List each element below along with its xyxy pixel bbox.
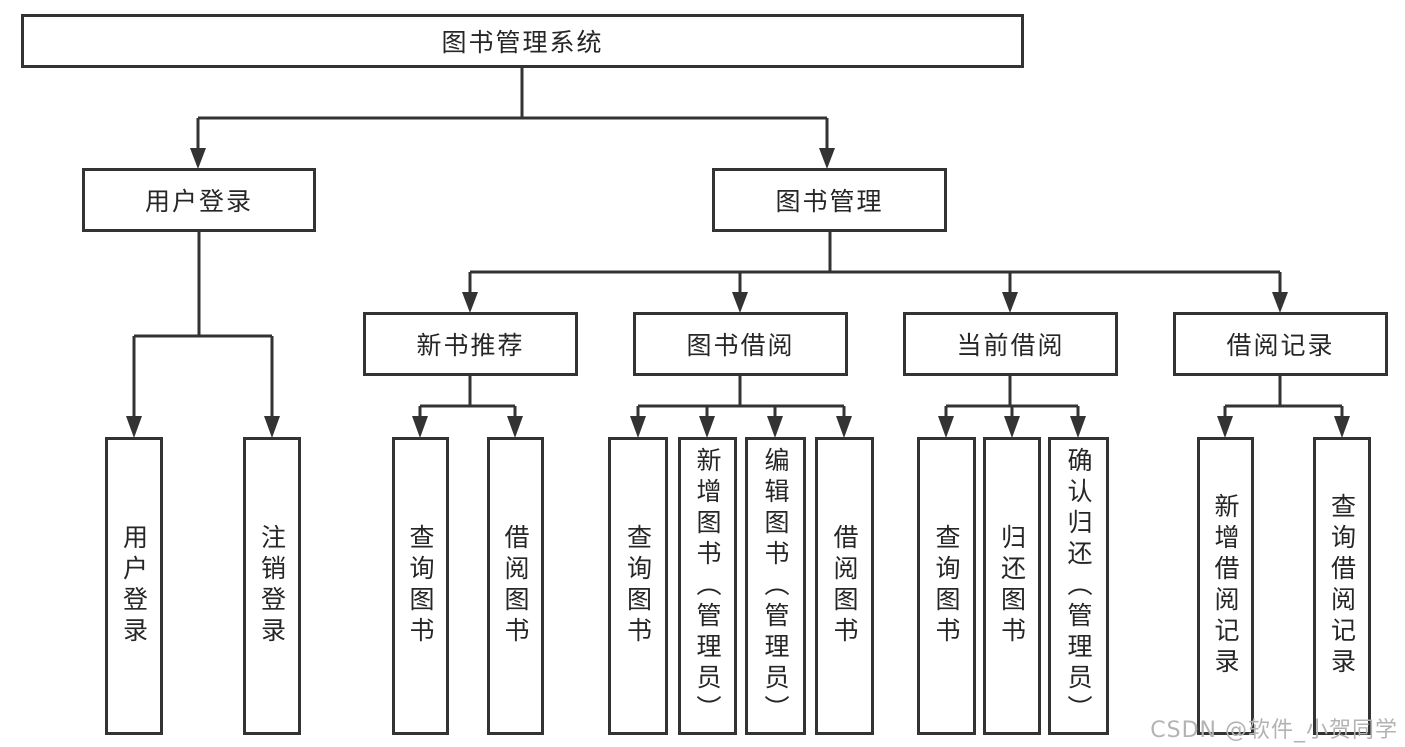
arrow-down-icon <box>264 416 280 438</box>
arrow-down-icon <box>1004 416 1020 438</box>
node-label: 归还图书 <box>997 524 1027 648</box>
leaf-newbook-query-books: 查询图书 <box>392 437 449 735</box>
node-label: 借阅记录 <box>1226 331 1335 360</box>
node-label: 查询图书 <box>932 524 961 648</box>
arrow-down-icon <box>836 416 852 438</box>
node-new-book-recommend: 新书推荐 <box>363 312 578 376</box>
leaf-current-query-books: 查询图书 <box>917 437 976 735</box>
node-label: 图书借阅 <box>686 331 795 360</box>
connector-root-to-level2 <box>190 68 835 169</box>
leaf-current-confirm-return-admin: 确认归还（管理员） <box>1048 437 1109 735</box>
connector-book-borrow-branch <box>630 376 852 438</box>
node-borrow-record: 借阅记录 <box>1173 312 1388 376</box>
arrow-down-icon <box>126 416 142 438</box>
leaf-borrow-add-books-admin: 新增图书（管理员） <box>678 437 737 735</box>
node-label: 查询图书 <box>406 524 435 648</box>
arrow-down-icon <box>630 416 646 438</box>
leaf-current-return-books: 归还图书 <box>983 437 1041 735</box>
node-label: 用户登录 <box>119 524 149 648</box>
node-label: 借阅图书 <box>501 524 530 648</box>
leaf-logout-login: 注销登录 <box>243 437 301 735</box>
arrow-down-icon <box>819 148 835 169</box>
leaf-record-query-borrow-record: 查询借阅记录 <box>1313 437 1371 735</box>
node-root-library-system: 图书管理系统 <box>21 14 1024 68</box>
node-book-borrow: 图书借阅 <box>633 312 848 376</box>
node-label: 新书推荐 <box>416 331 525 360</box>
arrow-down-icon <box>1272 292 1288 313</box>
arrow-down-icon <box>1217 416 1233 438</box>
node-label: 查询图书 <box>623 524 653 648</box>
node-label: 借阅图书 <box>830 524 859 648</box>
leaf-user-login: 用户登录 <box>105 437 163 735</box>
leaf-borrow-borrow-books: 借阅图书 <box>815 437 874 735</box>
leaf-borrow-query-books: 查询图书 <box>608 437 668 735</box>
leaf-newbook-borrow-books: 借阅图书 <box>487 437 544 735</box>
csdn-watermark: CSDN @软件_小贺同学 <box>1150 718 1398 743</box>
node-label: 新增图书（管理员） <box>693 446 722 726</box>
node-user-login: 用户登录 <box>82 168 316 232</box>
node-label: 当前借阅 <box>956 331 1065 360</box>
arrow-down-icon <box>767 416 783 438</box>
arrow-down-icon <box>462 292 478 313</box>
node-current-borrow: 当前借阅 <box>903 312 1118 376</box>
arrow-down-icon <box>1002 292 1018 313</box>
leaf-borrow-edit-books-admin: 编辑图书（管理员） <box>745 437 806 735</box>
node-label: 确认归还（管理员） <box>1064 446 1093 726</box>
node-book-management: 图书管理 <box>712 168 947 232</box>
node-label: 用户登录 <box>144 187 253 216</box>
connector-new-book-branch <box>412 376 523 438</box>
connector-book-mgmt-to-level3 <box>462 232 1288 313</box>
node-label: 新增借阅记录 <box>1211 493 1240 679</box>
arrow-down-icon <box>699 416 715 438</box>
arrow-down-icon <box>938 416 954 438</box>
node-label: 图书管理系统 <box>441 28 604 57</box>
arrow-down-icon <box>190 148 206 169</box>
connector-user-login-branch <box>126 232 280 438</box>
node-label: 注销登录 <box>257 524 287 648</box>
connector-borrow-record-branch <box>1217 376 1350 438</box>
connector-current-borrow-branch <box>938 376 1086 438</box>
arrow-down-icon <box>732 292 748 313</box>
arrow-down-icon <box>1070 416 1086 438</box>
leaf-record-add-borrow-record: 新增借阅记录 <box>1197 437 1254 735</box>
arrow-down-icon <box>1334 416 1350 438</box>
node-label: 编辑图书（管理员） <box>761 446 790 726</box>
arrow-down-icon <box>412 416 428 438</box>
arrow-down-icon <box>507 416 523 438</box>
node-label: 图书管理 <box>775 187 884 216</box>
node-label: 查询借阅记录 <box>1327 493 1357 679</box>
